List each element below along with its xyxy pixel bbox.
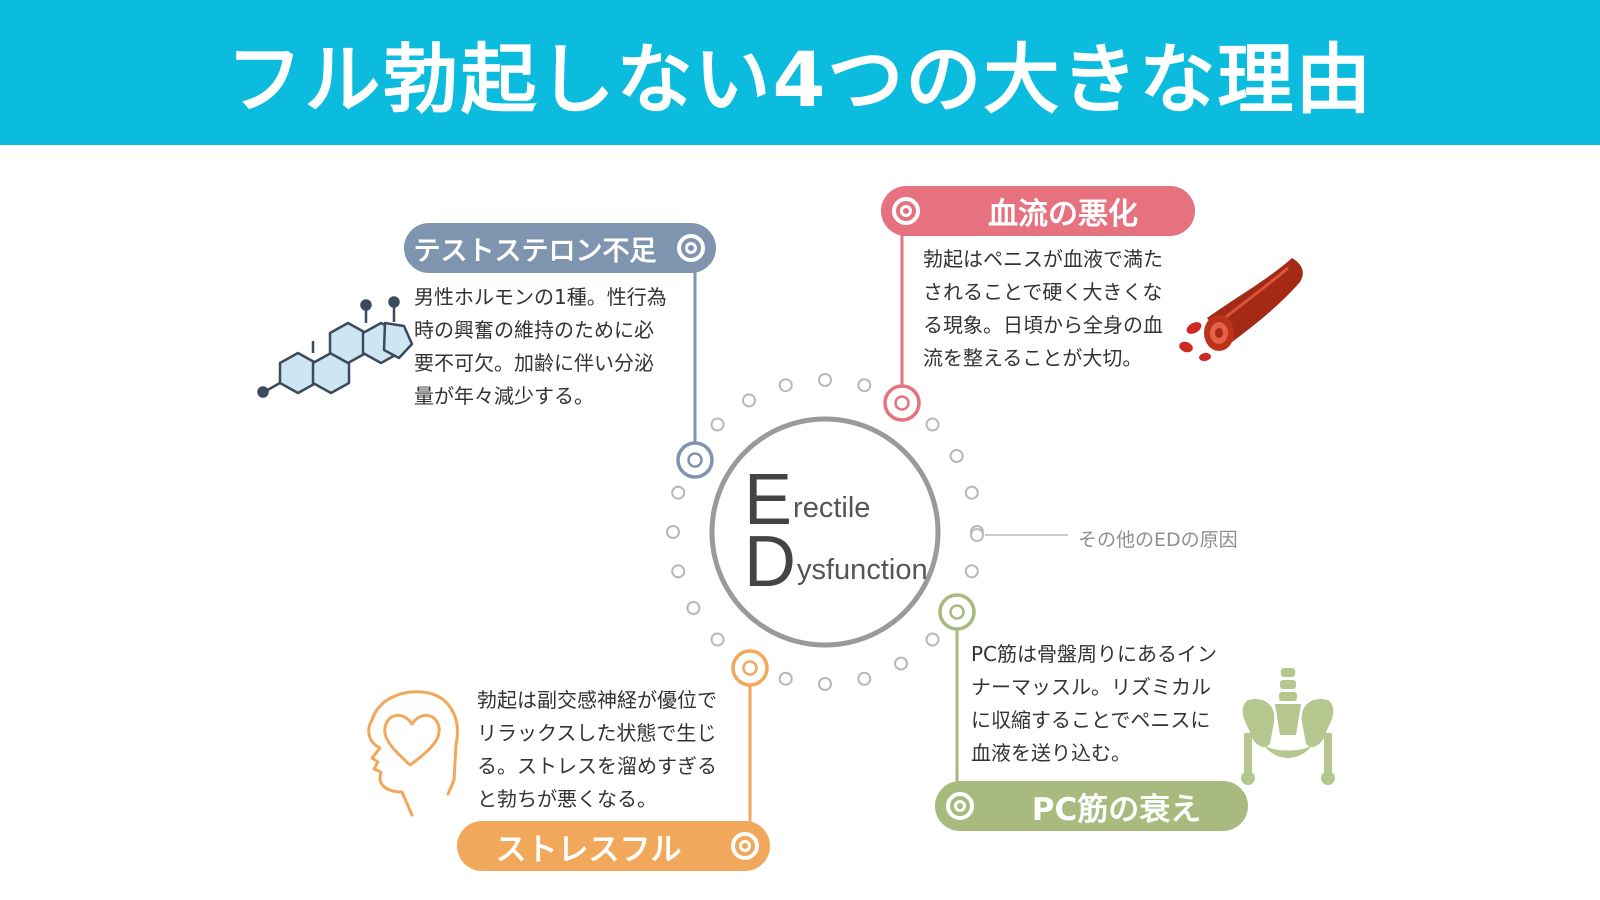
pill-testosterone-label: テストステロン不足 [413,235,657,267]
ring-dot [710,417,725,432]
connector-blood-flow [883,212,921,422]
target-icon [677,234,705,262]
dysfunction-line: D ysfunction [744,522,928,602]
ring-dot [857,671,872,686]
ring-dot [671,564,686,579]
erectile-word: rectile [793,492,871,524]
pill-blood-flow-label: 血流の悪化 [988,197,1138,232]
ring-dot [925,632,940,647]
head-heart-icon [367,690,459,817]
header-banner: フル勃起しない4つの大きな理由 [0,0,1600,145]
dysfunction-word: ysfunction [797,554,928,586]
ring-dot [778,671,793,686]
pill-stress: ストレスフル [457,821,770,871]
ring-dot [742,393,756,408]
d-letter: D [744,522,796,602]
desc-stress: 勃起は副交感神経が優位で リラックスした状態で生じ る。ストレスを溜めすぎる と… [477,688,717,811]
ring-dot [686,601,701,615]
desc-testosterone: 男性ホルモンの1種。性行為 時の興奮の維持のために必 要不可欠。加齢に伴い分泌 … [414,285,667,408]
ring-dot [857,378,872,393]
pill-pc-muscle-label: PC筋の衰え [1031,791,1202,828]
connector-pc-muscle [938,593,976,803]
center-ed-text: E rectile D ysfunction [744,460,928,602]
desc-blood-flow: 勃起はペニスが血液で満た されることで硬く大きくな る現象。日頃から全身の血 流… [923,247,1163,370]
ring-dot [778,378,793,393]
ring-dot [710,632,725,647]
ring-dot [818,677,832,691]
target-icon [946,792,974,820]
ring-dot [949,449,964,463]
connector-testosterone [676,248,714,479]
e-letter: E [744,460,793,540]
pill-pc-muscle: PC筋の衰え [935,781,1248,831]
other-causes-label: その他のEDの原因 [1078,529,1238,551]
erectile-line: E rectile [744,460,928,540]
ring-dot [925,417,940,432]
blood-vessel-icon [1179,258,1303,362]
target-icon [731,832,759,860]
pill-blood-flow: 血流の悪化 [881,186,1195,236]
ring-dot [818,373,832,387]
connector-stress [731,649,769,845]
steroid-molecule-icon [257,296,414,398]
ring-dot [964,485,979,500]
pill-testosterone: テストステロン不足 [404,223,716,273]
connector-other [970,528,1068,542]
desc-pc-muscle: PC筋は骨盤周りにあるイン ナーマッスル。リズミカル に収縮することでペニスに … [971,642,1218,765]
ring-dot [964,564,979,579]
center-circle [709,416,941,648]
page-title: フル勃起しない4つの大きな理由 [226,34,1374,124]
pelvis-bone-icon [1241,668,1335,785]
ring-dot [666,525,680,539]
pill-stress-label: ストレスフル [495,831,682,868]
ring-dot [894,656,908,671]
ring-dot [671,485,686,500]
target-icon [892,197,920,225]
